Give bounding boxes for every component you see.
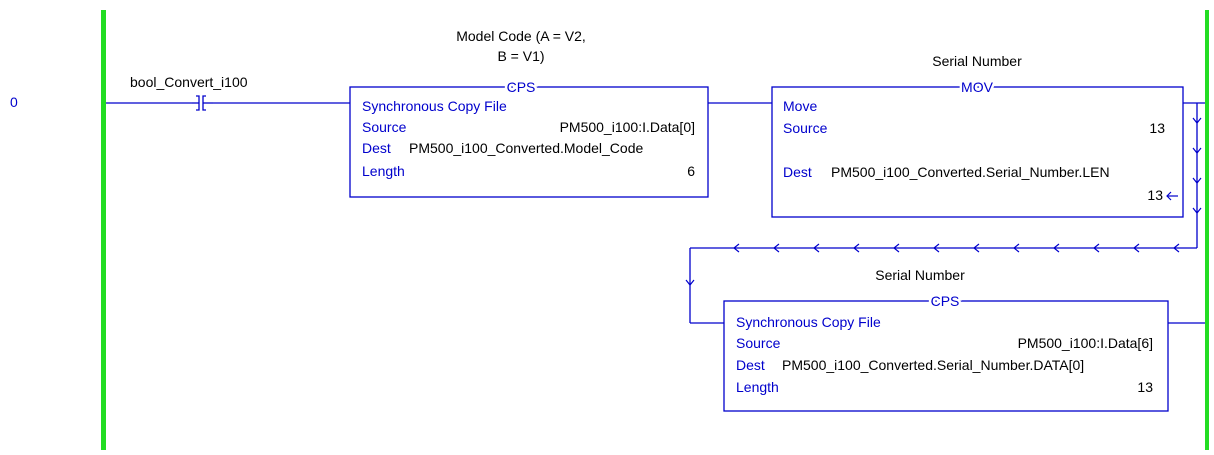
contact-tag[interactable]: bool_Convert_i100: [130, 74, 248, 90]
xic-contact[interactable]: [192, 95, 213, 111]
cps2-length-value[interactable]: 13: [1137, 379, 1153, 395]
left-power-rail: [101, 10, 106, 450]
cps2-source-value[interactable]: PM500_i100:I.Data[6]: [1018, 335, 1153, 351]
mov-source-value[interactable]: 13: [1149, 120, 1165, 136]
right-power-rail: [1205, 10, 1209, 450]
cps1-dest-value[interactable]: PM500_i100_Converted.Model_Code: [409, 140, 643, 156]
mov-title: Move: [783, 98, 817, 114]
mov-dest-label: Dest: [783, 164, 812, 180]
cps1-mnemonic: CPS: [507, 79, 536, 95]
mov-source-label: Source: [783, 120, 828, 136]
cps2-length-label: Length: [736, 379, 779, 395]
cps1-length-value[interactable]: 6: [687, 163, 695, 179]
mov-description: Serial Number: [932, 53, 1022, 69]
cps1-source-label: Source: [362, 119, 407, 135]
cps2-mnemonic: CPS: [931, 293, 960, 309]
live-value-arrow-icon: [1166, 191, 1178, 201]
mov-block[interactable]: [771, 86, 1184, 218]
cps2-description: Serial Number: [875, 267, 965, 283]
cps1-description-line1: Model Code (A = V2,: [456, 28, 586, 44]
cps1-block[interactable]: [349, 86, 709, 198]
down-arrow-icon: [685, 279, 695, 286]
mov-dest-value[interactable]: PM500_i100_Converted.Serial_Number.LEN: [831, 164, 1110, 180]
cps1-length-label: Length: [362, 163, 405, 179]
cps2-source-label: Source: [736, 335, 781, 351]
rung-number[interactable]: 0: [10, 94, 18, 110]
left-arrow-icon: [733, 243, 1180, 253]
cps1-description-line2: B = V1): [497, 48, 544, 64]
cps1-source-value[interactable]: PM500_i100:I.Data[0]: [560, 119, 695, 135]
cps2-block[interactable]: [723, 300, 1169, 412]
cps2-dest-label: Dest: [736, 357, 765, 373]
cps2-dest-value[interactable]: PM500_i100_Converted.Serial_Number.DATA[…: [782, 357, 1084, 373]
mov-mnemonic: MOV: [961, 79, 994, 95]
cps1-title: Synchronous Copy File: [362, 98, 507, 114]
mov-dest-live-value: 13: [1147, 187, 1163, 203]
cps1-dest-label: Dest: [362, 140, 391, 156]
down-arrow-icon: [1192, 117, 1202, 214]
cps2-title: Synchronous Copy File: [736, 314, 881, 330]
